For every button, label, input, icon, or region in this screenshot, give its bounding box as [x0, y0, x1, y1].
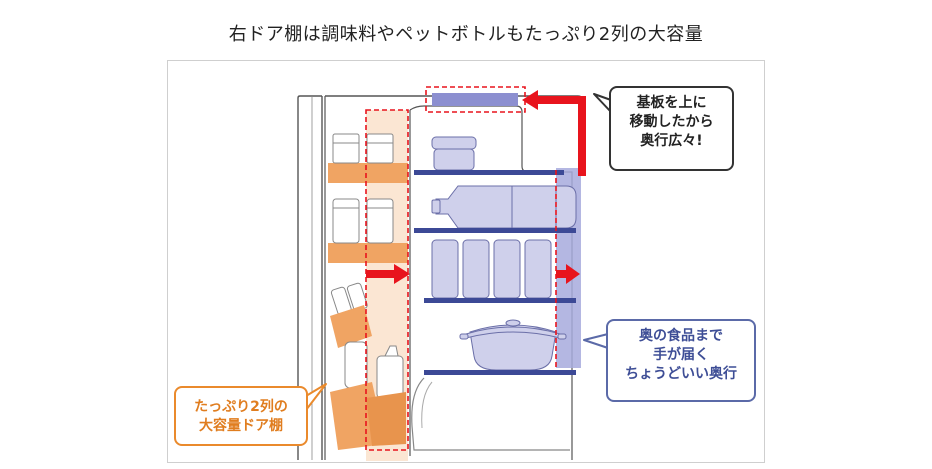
board-callout: 基板を上に 移動したから 奥行広々!	[609, 86, 734, 171]
rear-column-arrow	[556, 264, 580, 284]
control-board	[432, 93, 518, 106]
board-callout-line-2: 移動したから	[629, 114, 714, 130]
door-shelf-1-bottles	[332, 133, 394, 164]
page-title: 右ドア棚は調味料やペットボトルもたっぷり2列の大容量	[228, 24, 704, 45]
door-column-arrow	[366, 264, 410, 284]
depth-callout-line-2: 手が届く	[653, 347, 709, 363]
illustration-frame	[167, 60, 765, 463]
door-panel	[297, 95, 322, 460]
board-move-arrow	[522, 90, 586, 176]
door-column-outline	[365, 109, 409, 451]
depth-callout-line-3: ちょうどいい奥行	[625, 366, 737, 382]
board-dashed-outline	[425, 86, 526, 113]
cooking-pot	[459, 319, 567, 371]
pet-bottle	[431, 185, 577, 229]
board-callout-pointer	[593, 93, 612, 113]
depth-callout-line-1: 奥の食品まで	[639, 328, 723, 344]
door-callout-line-2: 大容量ドア棚	[199, 418, 283, 434]
cans	[431, 239, 552, 299]
door-lower-bin	[330, 282, 406, 450]
door-callout: たっぷり2列の 大容量ドア棚	[174, 386, 308, 446]
board-callout-line-1: 基板を上に	[636, 95, 707, 111]
door-shelf-1	[328, 163, 408, 183]
vegetable-drawer-inner	[421, 381, 433, 429]
depth-callout: 奥の食品まで 手が届く ちょうどいい奥行	[606, 319, 756, 402]
door-callout-pointer	[305, 383, 327, 411]
door-shelf-2	[328, 243, 408, 263]
depth-callout-pointer	[583, 333, 609, 349]
interior-shelves	[414, 170, 576, 375]
board-callout-line-3: 奥行広々!	[640, 133, 703, 149]
vegetable-drawer	[411, 377, 570, 451]
container-jar	[431, 136, 477, 171]
door-callout-line-1: たっぷり2列の	[194, 399, 288, 415]
door-shelf-2-bottles	[332, 198, 394, 244]
